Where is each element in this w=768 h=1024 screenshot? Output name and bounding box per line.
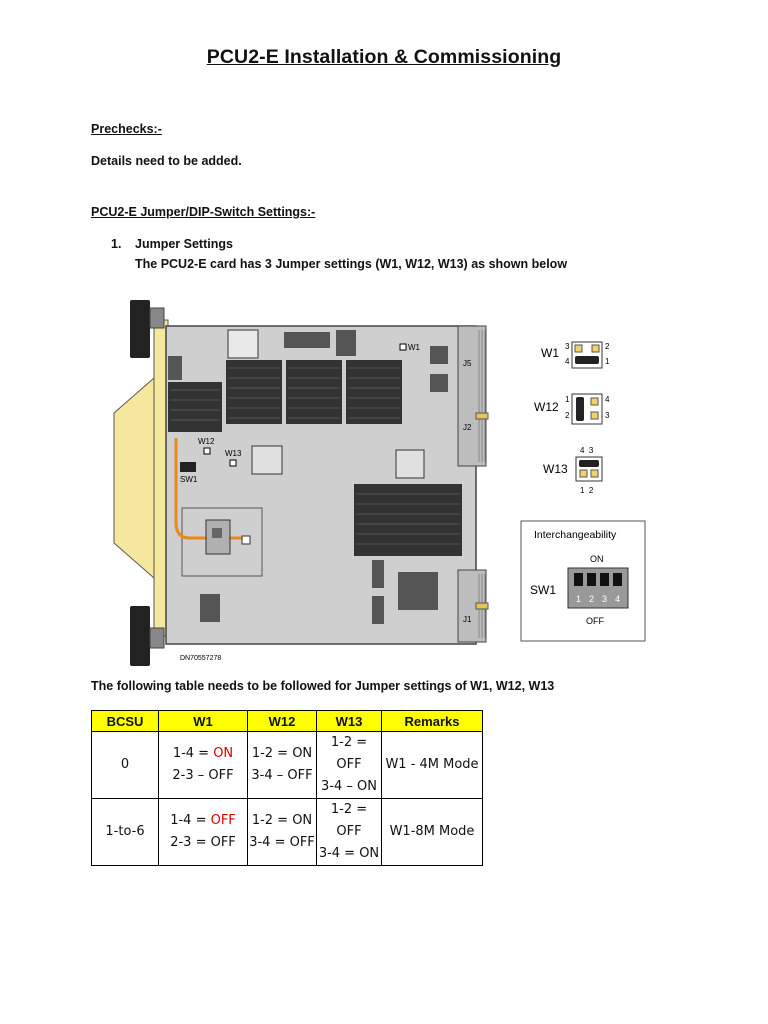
- w1-line1-prefix: 1-4 =: [172, 746, 214, 761]
- cell-w12: 1-2 = ON 3-4 – OFF: [247, 731, 317, 799]
- j5-label: J5: [463, 359, 472, 368]
- heatsink-lower: [354, 484, 462, 556]
- switch-num-3: 3: [602, 594, 607, 604]
- switch-num-4: 4: [615, 594, 620, 604]
- switch-on-label: ON: [590, 554, 604, 564]
- page-title: PCU2-E Installation & Commissioning: [206, 46, 562, 68]
- cell-w1: 1-4 = ON 2-3 – OFF: [158, 731, 248, 799]
- table-intro: The following table needs to be followed…: [91, 679, 555, 693]
- switch-sw1-label: SW1: [530, 583, 556, 597]
- cell-w13: 1-2 = OFF 3-4 – ON: [316, 731, 382, 799]
- pcu2e-board-diagram: J5 J2 J1 W1 W12 W13 SW1 DN705572: [113, 300, 489, 666]
- interchangeability-title: Interchangeability: [534, 529, 617, 541]
- connector-pins-top: [478, 330, 486, 462]
- cell-w1: 1-4 = OFF 2-3 = OFF: [158, 798, 248, 866]
- legend-w12-label: W12: [534, 400, 559, 414]
- w1-line1-value: OFF: [210, 813, 236, 828]
- w12-line1: 1-2 = ON: [251, 813, 313, 828]
- board-code-label: DN70557278: [180, 655, 221, 662]
- cell-bcsu: 1-to-6: [91, 798, 159, 866]
- w12-line2: 3-4 = OFF: [249, 835, 315, 850]
- w1-pin-4: 4: [565, 357, 570, 366]
- board-w13-label: W13: [225, 449, 242, 458]
- cell-w13: 1-2 = OFF 3-4 = ON: [316, 798, 382, 866]
- header-w1: W1: [158, 710, 248, 732]
- w1-pin-3: 3: [565, 342, 570, 351]
- w13-pins-bottom: 1 2: [580, 486, 594, 495]
- switch-num-1: 1: [576, 594, 581, 604]
- switch-off-label: OFF: [586, 616, 604, 626]
- w1-line1-value: ON: [213, 746, 234, 761]
- w1-line2: 2-3 – OFF: [172, 768, 234, 783]
- header-bcsu: BCSU: [91, 710, 159, 732]
- w12-pin-4: 4: [605, 395, 610, 404]
- cell-remarks: W1 - 4M Mode: [381, 731, 483, 799]
- j2-label: J2: [463, 423, 472, 432]
- w13-line1: 1-2 = OFF: [330, 802, 368, 839]
- w13-line2: 3-4 – ON: [321, 779, 377, 794]
- jumper-legend-diagram: W1 3 4 2 1 W12 1 2 4 3 4 3 W13 1 2 Inter…: [520, 341, 646, 642]
- prechecks-heading: Prechecks:-: [91, 122, 162, 136]
- cell-w12: 1-2 = ON 3-4 = OFF: [247, 798, 317, 866]
- table-row: 1-to-6 1-4 = OFF 2-3 = OFF 1-2 = ON 3-4 …: [91, 798, 483, 866]
- w1-line2: 2-3 = OFF: [170, 835, 236, 850]
- table-header-row: BCSU W1 W12 W13 Remarks: [91, 710, 483, 732]
- jumper-settings-table: BCSU W1 W12 W13 Remarks 0 1-4 = ON 2-3 –…: [91, 710, 483, 866]
- cell-bcsu: 0: [91, 731, 159, 799]
- w13-pins-top: 4 3: [580, 446, 594, 455]
- w13-line1: 1-2 = OFF: [330, 735, 368, 772]
- prechecks-text: Details need to be added.: [91, 154, 242, 168]
- w1-pin-2: 2: [605, 342, 610, 351]
- header-remarks: Remarks: [381, 710, 483, 732]
- board-sw1-label: SW1: [180, 475, 198, 484]
- j1-label: J1: [463, 615, 472, 624]
- cell-remarks: W1-8M Mode: [381, 798, 483, 866]
- board-w1-label: W1: [408, 343, 421, 352]
- w12-pin-2: 2: [565, 411, 570, 420]
- w12-pin-1: 1: [565, 395, 570, 404]
- w13-line2: 3-4 = ON: [318, 846, 380, 861]
- w12-line1: 1-2 = ON: [251, 746, 313, 761]
- board-w12-label: W12: [198, 437, 215, 446]
- heatsink-row-top: [226, 360, 402, 424]
- legend-w1-label: W1: [541, 346, 559, 360]
- w1-line1-prefix: 1-4 =: [170, 813, 211, 828]
- header-w13: W13: [316, 710, 382, 732]
- header-w12: W12: [247, 710, 317, 732]
- settings-heading: PCU2-E Jumper/DIP-Switch Settings:-: [91, 205, 316, 219]
- list-item-title: Jumper Settings: [135, 237, 233, 251]
- w12-pin-3: 3: [605, 411, 610, 420]
- switch-num-2: 2: [589, 594, 594, 604]
- list-number: 1.: [111, 237, 122, 251]
- w12-line2: 3-4 – OFF: [251, 768, 313, 783]
- legend-w13-label: W13: [543, 462, 568, 476]
- list-item-text: The PCU2-E card has 3 Jumper settings (W…: [135, 257, 568, 271]
- table-row: 0 1-4 = ON 2-3 – OFF 1-2 = ON 3-4 – OFF …: [91, 731, 483, 799]
- w1-pin-1: 1: [605, 357, 610, 366]
